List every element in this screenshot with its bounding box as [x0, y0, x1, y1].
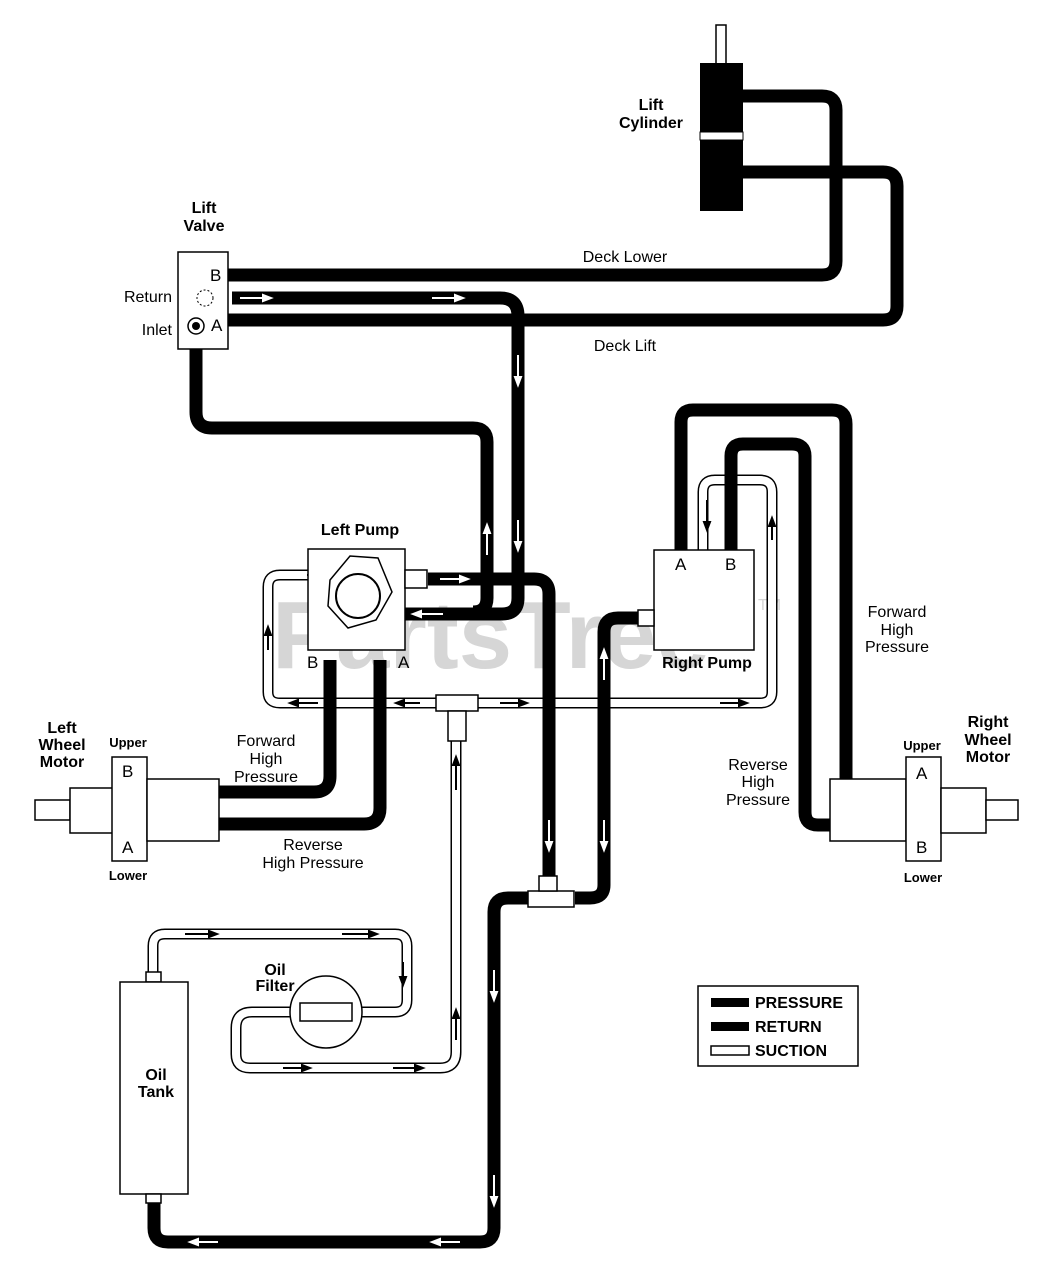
right-forward-label-1: Forward	[868, 604, 927, 621]
pressure-return-lines	[128, 89, 920, 1249]
right-pump: A B Right Pump	[637, 549, 755, 672]
left-wheel-motor: B A Upper Lower Left Wheel Motor	[34, 720, 220, 883]
left-pump: Left Pump B A	[307, 522, 428, 672]
right-pump-port-b: B	[725, 555, 736, 574]
right-pump-port-a: A	[675, 555, 687, 574]
oil-tank-label-2: Tank	[138, 1084, 174, 1101]
left-pump-port-a: A	[398, 653, 410, 672]
left-reverse-label-2: High Pressure	[262, 855, 363, 872]
right-wheel-motor-label-1: Right	[968, 714, 1010, 731]
right-motor-port-a: A	[916, 764, 928, 783]
right-reverse-label-3: Pressure	[726, 792, 790, 809]
right-wheel-motor-label-2: Wheel	[964, 732, 1011, 749]
lift-valve-return-label: Return	[124, 289, 172, 306]
legend: PRESSURE RETURN SUCTION	[697, 985, 859, 1067]
lift-valve-label-1: Lift	[192, 200, 218, 217]
lift-valve-label-2: Valve	[184, 218, 225, 235]
legend-suction-swatch	[710, 1045, 750, 1056]
suction-tee	[435, 694, 479, 712]
right-forward-label-2: High	[881, 622, 914, 639]
right-motor-lower-label: Lower	[904, 870, 942, 885]
left-pump-label: Left Pump	[321, 522, 399, 539]
oil-tank-label-1: Oil	[145, 1067, 166, 1084]
left-pump-port-b: B	[307, 653, 318, 672]
deck-lift-label: Deck Lift	[594, 338, 657, 355]
right-motor-upper-label: Upper	[903, 738, 941, 753]
return-tee-stem	[538, 875, 558, 892]
left-reverse-label-1: Reverse	[283, 837, 343, 854]
left-forward-label-2: High	[250, 751, 283, 768]
legend-return-label: RETURN	[755, 1019, 822, 1036]
suction-tee-stem	[447, 710, 467, 742]
right-forward-label-3: Pressure	[865, 639, 929, 656]
legend-suction-label: SUCTION	[755, 1043, 827, 1060]
suction-lines	[147, 474, 778, 1074]
left-motor-upper-label: Upper	[109, 735, 147, 750]
lift-cylinder-label-1: Lift	[639, 97, 665, 114]
lift-valve-port-b: B	[210, 266, 221, 285]
legend-return-swatch	[711, 1022, 749, 1031]
left-motor-port-b: B	[122, 762, 133, 781]
left-wheel-motor-label-3: Motor	[40, 754, 84, 771]
right-reverse-label-2: High	[742, 774, 775, 791]
legend-pressure-label: PRESSURE	[755, 995, 843, 1012]
left-forward-label-1: Forward	[237, 733, 296, 750]
right-wheel-motor-label-3: Motor	[966, 749, 1010, 766]
left-motor-lower-label: Lower	[109, 868, 147, 883]
lift-cylinder-label-2: Cylinder	[619, 115, 683, 132]
left-motor-port-a: A	[122, 838, 134, 857]
oil-filter-label-1: Oil	[264, 962, 285, 979]
left-wheel-motor-label-1: Left	[47, 720, 77, 737]
oil-filter-label-2: Filter	[255, 978, 294, 995]
left-wheel-motor-label-2: Wheel	[38, 737, 85, 754]
right-pump-label: Right Pump	[662, 655, 752, 672]
left-forward-label-3: Pressure	[234, 769, 298, 786]
flow-arrows	[185, 293, 777, 1247]
right-wheel-motor: A B Upper Lower Right Wheel Motor	[829, 714, 1019, 885]
lift-valve: Lift Valve B A Return Inlet	[124, 200, 229, 350]
lift-valve-port-a: A	[211, 316, 223, 335]
oil-filter: Oil Filter	[255, 962, 363, 1049]
oil-tank: Oil Tank	[119, 971, 189, 1204]
legend-pressure-swatch	[711, 998, 749, 1007]
lift-cylinder: Lift Cylinder	[619, 24, 744, 211]
return-tee	[527, 890, 575, 908]
right-reverse-label-1: Reverse	[728, 757, 788, 774]
right-motor-port-b: B	[916, 838, 927, 857]
lift-valve-inlet-label: Inlet	[142, 322, 173, 339]
deck-lower-label: Deck Lower	[583, 249, 668, 266]
